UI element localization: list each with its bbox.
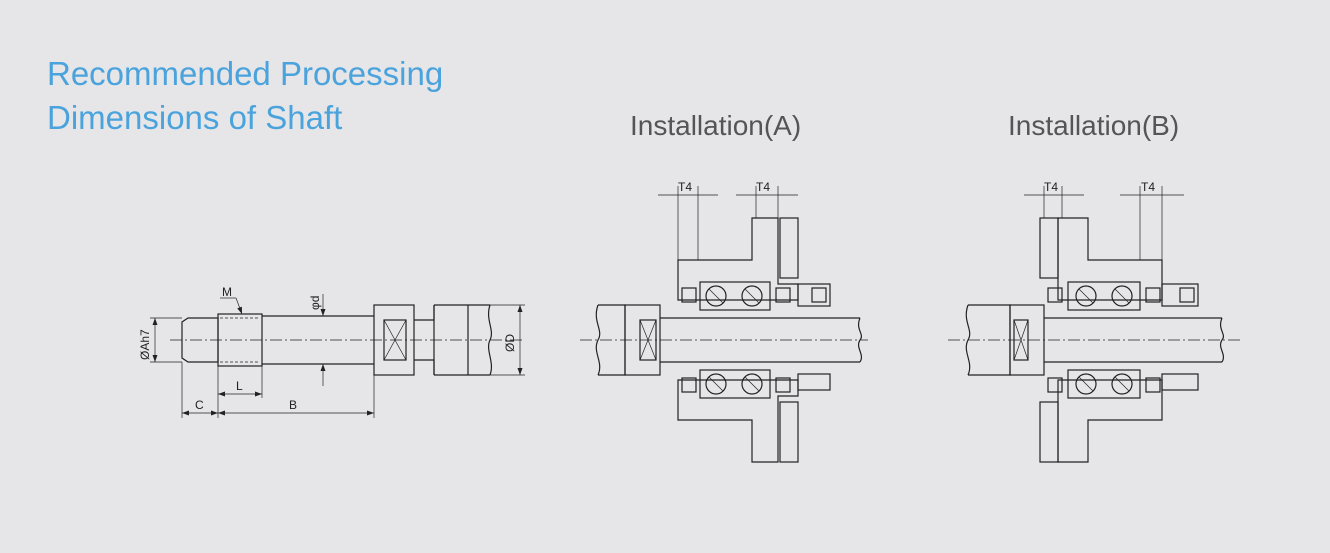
shaft-break-b (965, 304, 971, 376)
title-line-1: Recommended Processing (47, 55, 444, 92)
shaft-break-a (595, 304, 601, 376)
t4-label-a1: T4 (678, 180, 692, 194)
locknut-b-upper (1161, 283, 1199, 307)
label-c: C (195, 398, 204, 412)
locknut-a-upper (797, 283, 831, 307)
installation-a-heading: Installation(A) (630, 110, 802, 141)
label-bearing-dia: ØAh7 (138, 329, 152, 360)
t4-label-b2: T4 (1141, 180, 1155, 194)
page-title: Recommended Processing Dimensions of Sha… (47, 52, 443, 140)
shaft-break-line (487, 304, 493, 376)
t4-label-b1: T4 (1044, 180, 1058, 194)
shaft-drawing: ØAh7 M φd ØD L C B (138, 285, 525, 418)
shaft-square-drive (373, 304, 415, 376)
installation-b-heading: Installation(B) (1008, 110, 1180, 141)
locknut-b-lower (1161, 373, 1199, 391)
label-d: φd (308, 296, 322, 310)
installation-a-drawing: T4 T4 (580, 180, 868, 463)
label-b: B (289, 398, 297, 412)
label-thread: M (222, 285, 232, 299)
t4-label-a2: T4 (756, 180, 770, 194)
installation-b-drawing: T4 T4 (948, 180, 1240, 463)
title-line-2: Dimensions of Shaft (47, 99, 343, 136)
housing-a-upper (677, 217, 799, 301)
shaft-thread-section (217, 313, 263, 367)
label-l: L (236, 379, 243, 393)
label-outer-dia: ØD (503, 334, 517, 352)
locknut-a-lower (797, 373, 831, 391)
